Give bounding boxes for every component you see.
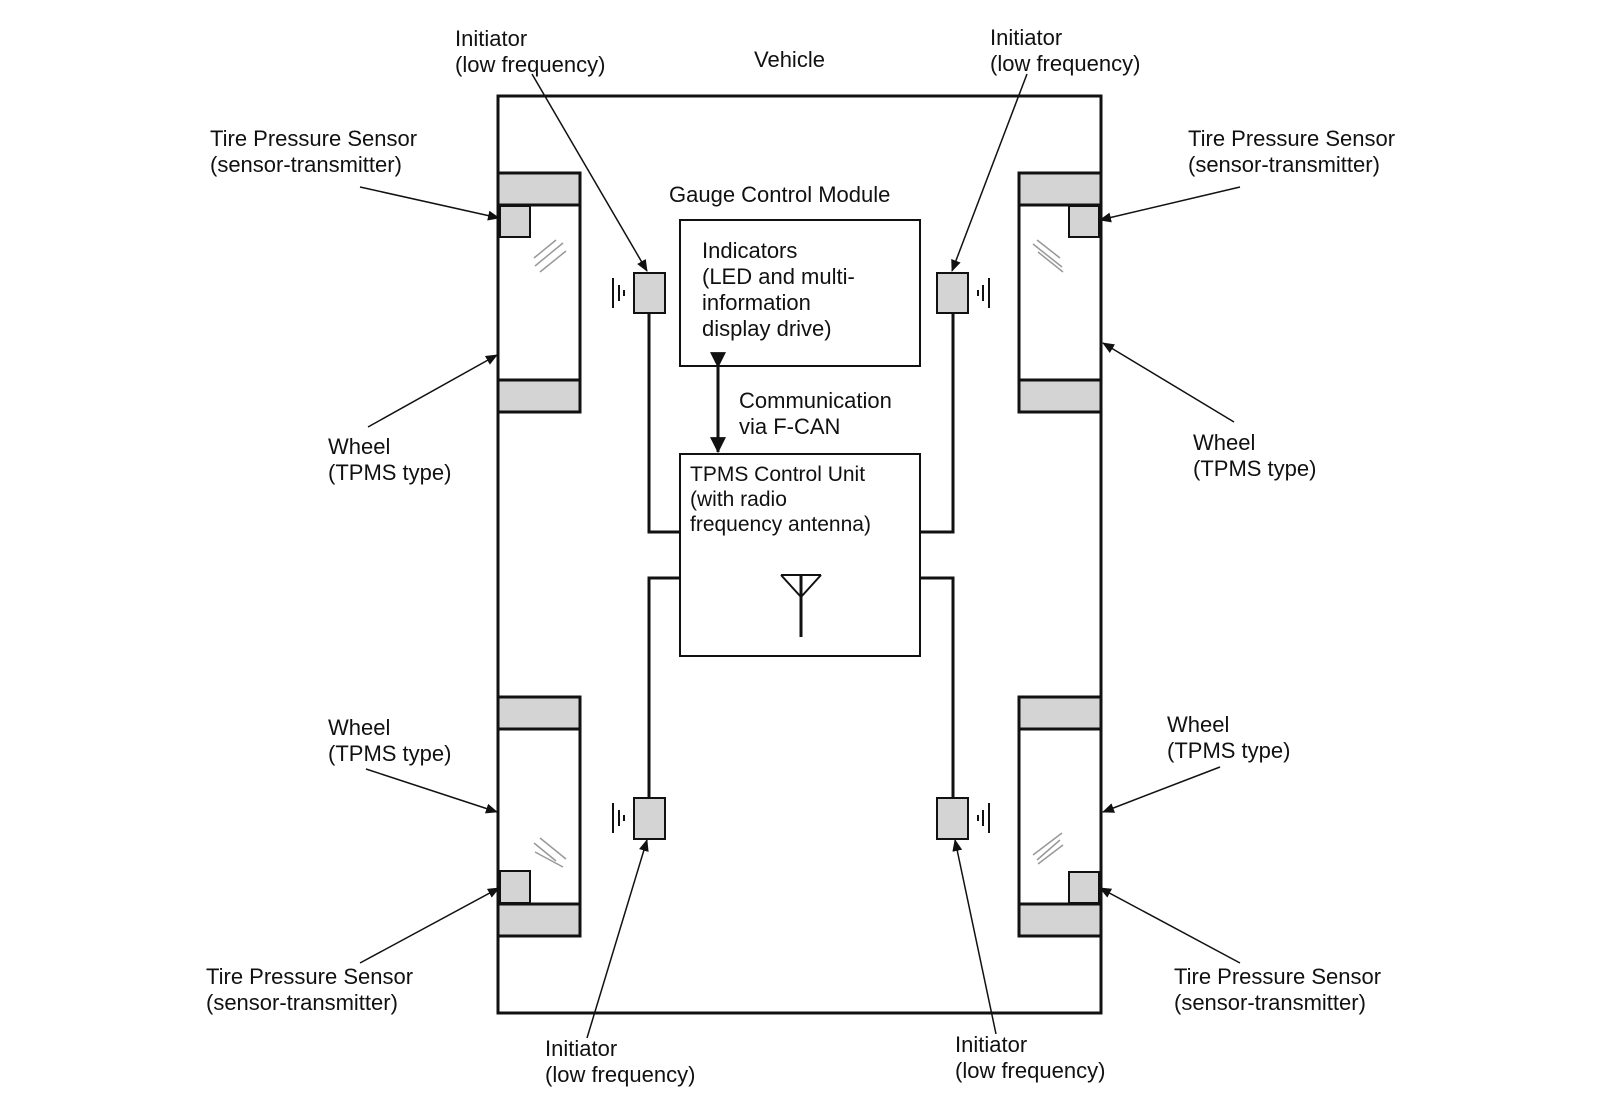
gauge-control-module-title: Gauge Control Module bbox=[669, 182, 891, 207]
signal-wave-icon-rear-left bbox=[612, 803, 625, 833]
wheel-rear-left bbox=[496, 695, 582, 938]
vehicle-label: Vehicle bbox=[754, 47, 825, 72]
vehicle-outline bbox=[496, 94, 1103, 1015]
antenna-icon bbox=[780, 574, 822, 637]
leader-arrows bbox=[359, 73, 1241, 1039]
wheel-label-rear-right: Wheel (TPMS type) bbox=[1167, 712, 1291, 763]
initiator-rear-left bbox=[633, 797, 666, 840]
initiator-label-front-left: Initiator (low frequency) bbox=[455, 26, 606, 77]
wheel-rear-right bbox=[1017, 695, 1103, 938]
tire-sensor-label-rear-right: Tire Pressure Sensor (sensor-transmitter… bbox=[1174, 964, 1382, 1015]
initiator-label-rear-left: Initiator (low frequency) bbox=[545, 1036, 696, 1087]
tire-pressure-sensor-rear-left bbox=[499, 870, 531, 904]
communication-label: Communication via F-CAN bbox=[739, 388, 892, 439]
tire-sensor-label-front-left: Tire Pressure Sensor (sensor-transmitter… bbox=[210, 126, 418, 177]
indicators-text: Indicators (LED and multi- information d… bbox=[702, 238, 855, 341]
wheel-label-rear-left: Wheel (TPMS type) bbox=[328, 715, 452, 766]
signal-wave-icon-rear-right bbox=[977, 803, 990, 833]
wheel-front-right bbox=[1017, 171, 1103, 414]
initiator-rear-right bbox=[936, 797, 969, 840]
initiator-wiring bbox=[647, 313, 955, 798]
tire-sensor-label-front-right: Tire Pressure Sensor (sensor-transmitter… bbox=[1188, 126, 1396, 177]
tpms-control-unit-text: TPMS Control Unit (with radio frequency … bbox=[690, 463, 871, 536]
initiator-label-rear-right: Initiator (low frequency) bbox=[955, 1032, 1106, 1083]
tire-pressure-sensor-front-left bbox=[499, 205, 531, 238]
wheel-label-front-right: Wheel (TPMS type) bbox=[1193, 430, 1317, 481]
initiator-label-front-right: Initiator (low frequency) bbox=[990, 25, 1141, 76]
tire-sensor-label-rear-left: Tire Pressure Sensor (sensor-transmitter… bbox=[206, 964, 414, 1015]
tire-pressure-sensor-rear-right bbox=[1068, 871, 1100, 904]
initiator-front-right bbox=[936, 272, 969, 314]
gauge-control-module-box bbox=[679, 219, 921, 367]
signal-wave-icon-front-left bbox=[612, 278, 625, 308]
signal-wave-icon-front-right bbox=[977, 278, 990, 308]
wheel-front-left bbox=[496, 171, 582, 414]
initiator-front-left bbox=[633, 272, 666, 314]
wheel-label-front-left: Wheel (TPMS type) bbox=[328, 434, 452, 485]
tire-pressure-sensor-front-right bbox=[1068, 205, 1100, 238]
